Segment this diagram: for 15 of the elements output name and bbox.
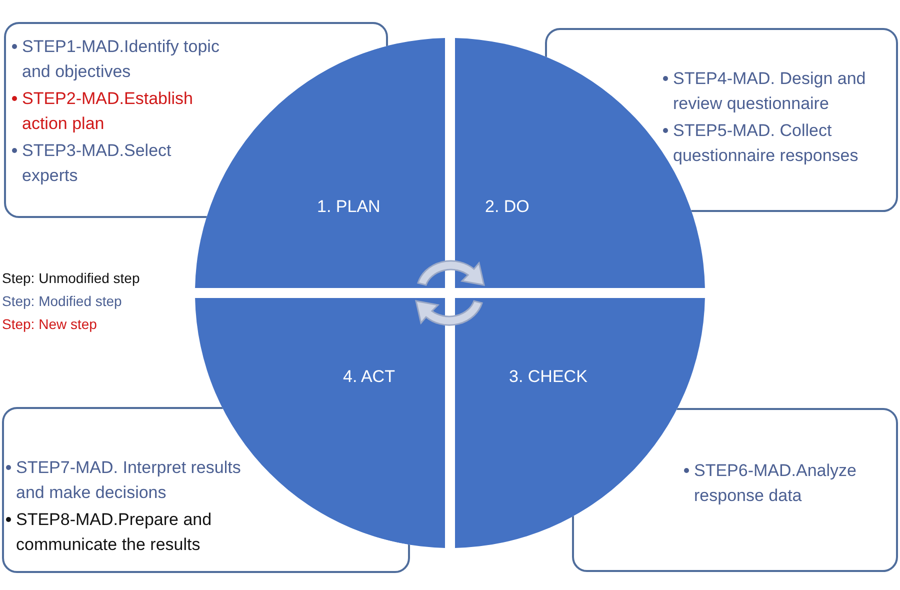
quadrant-label: 3. CHECK [509,367,588,387]
step-text: STEP6-MAD.Analyze response data [694,461,856,505]
legend-text: Step: New step [2,316,97,332]
step-text: STEP3-MAD.Select experts [22,141,172,185]
step-text: STEP4-MAD. Design and review questionnaire [673,69,866,113]
step-text: STEP5-MAD. Collect questionnaire responses [673,121,858,165]
step-text: STEP1-MAD.Identify topic and objectives [22,37,220,81]
legend-text: Step: Unmodified step [2,270,140,286]
step-text: STEP2-MAD.Establish action plan [22,89,193,133]
quadrant-label: 1. PLAN [317,197,380,217]
step-text: STEP8-MAD.Prepare and communicate the results [16,510,212,554]
quadrant-label: 2. DO [485,197,530,217]
step-text: STEP7-MAD. Interpret results and make decisions [16,458,241,502]
quadrant-label: 4. ACT [343,367,395,387]
legend-text: Step: Modified step [2,293,122,309]
